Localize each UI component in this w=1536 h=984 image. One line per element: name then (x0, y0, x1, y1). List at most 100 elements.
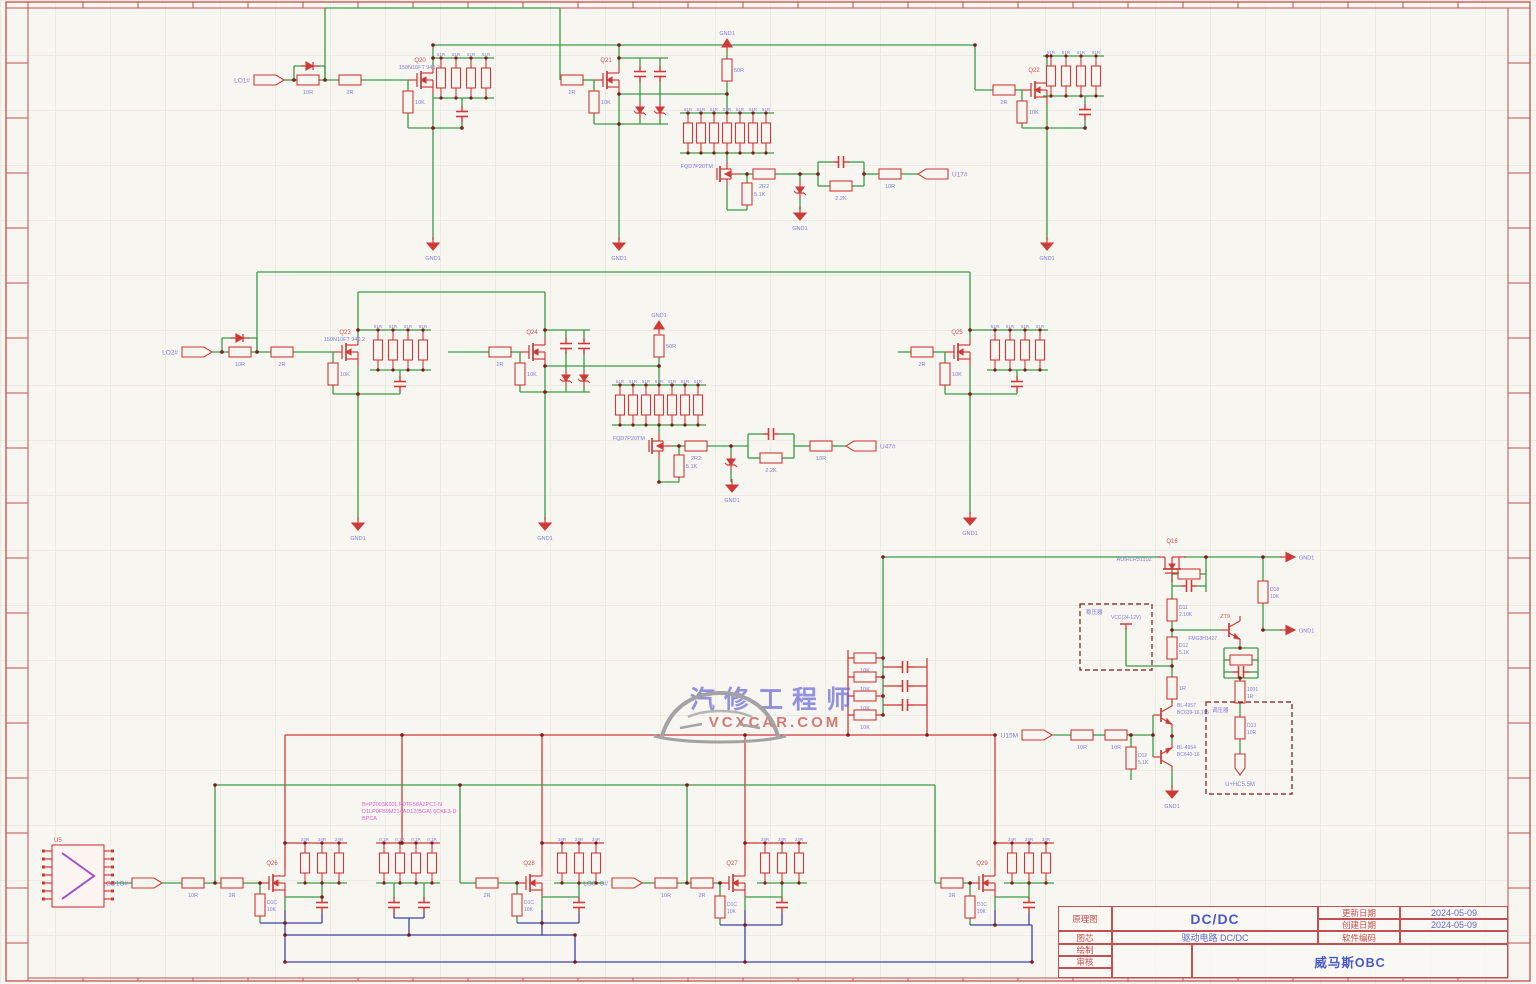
resistor-body[interactable] (511, 893, 523, 917)
zener-tip[interactable] (587, 380, 591, 384)
gnd-symbol[interactable] (350, 522, 366, 531)
gnd-GND1[interactable]: GND1 (792, 207, 808, 232)
gnd-symbol[interactable] (425, 242, 441, 251)
resistor-body[interactable] (1004, 339, 1016, 361)
rh-10R[interactable]: 10R (1104, 729, 1128, 751)
pfet[interactable]: FQD7P20TM (613, 434, 672, 458)
cap[interactable] (1079, 104, 1091, 120)
zener-body[interactable] (794, 186, 806, 194)
zener-tip[interactable] (577, 378, 581, 382)
gnd-symbol[interactable] (721, 37, 733, 48)
resistor-body[interactable] (747, 122, 759, 144)
mosfet-symbol[interactable] (720, 869, 746, 897)
resistor-body[interactable] (1006, 852, 1018, 874)
rh-2R[interactable]: 2R (270, 346, 294, 368)
cap[interactable] (394, 376, 406, 392)
resistor-body[interactable] (809, 440, 833, 452)
port-symbol[interactable] (1021, 729, 1054, 741)
cap[interactable] (776, 897, 788, 913)
resistor-body[interactable] (1234, 716, 1246, 740)
mosfet-symbol[interactable] (594, 66, 620, 94)
resistor-body[interactable] (829, 180, 853, 192)
cap[interactable] (316, 897, 328, 913)
resistor-body[interactable] (560, 74, 584, 86)
zen[interactable] (724, 454, 738, 470)
fet-arrow[interactable] (419, 76, 427, 84)
resistor-body[interactable] (228, 346, 252, 358)
bjt-collector[interactable] (1160, 705, 1173, 713)
ic-body[interactable] (51, 844, 105, 908)
rh-10R[interactable]: 10R (228, 346, 252, 368)
zener-tip[interactable] (734, 464, 738, 468)
zen[interactable] (633, 102, 647, 118)
dashed-box[interactable] (1205, 701, 1293, 795)
rv-10K[interactable]: 10K (402, 90, 425, 114)
gnd-GND1[interactable]: GND1 (962, 512, 978, 537)
diode-body[interactable] (235, 333, 245, 343)
resistor-body[interactable] (910, 346, 934, 358)
resistor-body[interactable] (939, 362, 951, 386)
fet-arrow[interactable] (605, 76, 613, 84)
port-symbol[interactable] (131, 877, 164, 889)
dio[interactable] (301, 61, 319, 71)
resistor-body[interactable] (1090, 65, 1102, 87)
cap[interactable] (634, 66, 646, 82)
resistor-body[interactable] (614, 394, 626, 416)
resistor-body[interactable] (853, 671, 877, 683)
cap[interactable] (388, 897, 400, 913)
resistor-body[interactable] (573, 852, 585, 874)
fet-Q22[interactable]: Q22 (1022, 68, 1048, 104)
resistor-body[interactable] (1060, 65, 1072, 87)
port-symbol[interactable] (1234, 753, 1246, 776)
dash-调压器[interactable]: 调压器 (1205, 701, 1293, 795)
fet-Q25[interactable]: Q25 (945, 330, 971, 366)
rh-10K[interactable]: 10K (853, 709, 877, 731)
rh-2.2K[interactable]: 2.2K (829, 180, 853, 202)
resistor-body[interactable] (653, 334, 665, 358)
resistor-body[interactable] (653, 394, 665, 416)
rv-10K[interactable]: 10K (514, 362, 537, 386)
rv-50R[interactable]: 50R (721, 58, 744, 82)
zener-tip[interactable] (803, 192, 807, 196)
resistor-body[interactable] (426, 852, 438, 874)
resistor-body[interactable] (475, 877, 499, 889)
zener-tip[interactable] (663, 112, 667, 116)
mosfet-symbol[interactable] (408, 66, 434, 94)
fet-arrow[interactable] (956, 348, 964, 356)
rv-50R[interactable]: 50R (653, 334, 676, 358)
mosfet-symbol[interactable] (945, 338, 971, 366)
cap[interactable] (654, 66, 666, 82)
rh-2R[interactable]: 2R (560, 74, 584, 96)
zener-tip[interactable] (633, 110, 637, 114)
resistor-body[interactable] (760, 122, 772, 144)
fet-arrow[interactable] (271, 879, 279, 887)
resistor-body[interactable] (721, 122, 733, 144)
cap[interactable] (1023, 897, 1035, 913)
bjt-arrow[interactable] (1165, 717, 1173, 725)
port-symbol[interactable] (253, 74, 286, 86)
mosfet-symbol[interactable] (970, 869, 996, 897)
resistor-body[interactable] (679, 394, 691, 416)
cap[interactable] (456, 106, 468, 122)
cap[interactable] (1233, 666, 1249, 678)
resistor-body[interactable] (410, 852, 422, 874)
resistor-body[interactable] (1166, 636, 1178, 660)
resistor-body[interactable] (1045, 65, 1057, 87)
gnd-GND1[interactable]: GND1 (425, 237, 441, 262)
resistor-body[interactable] (488, 346, 512, 358)
resistor-body[interactable] (299, 852, 311, 874)
zener-body[interactable] (725, 458, 737, 466)
